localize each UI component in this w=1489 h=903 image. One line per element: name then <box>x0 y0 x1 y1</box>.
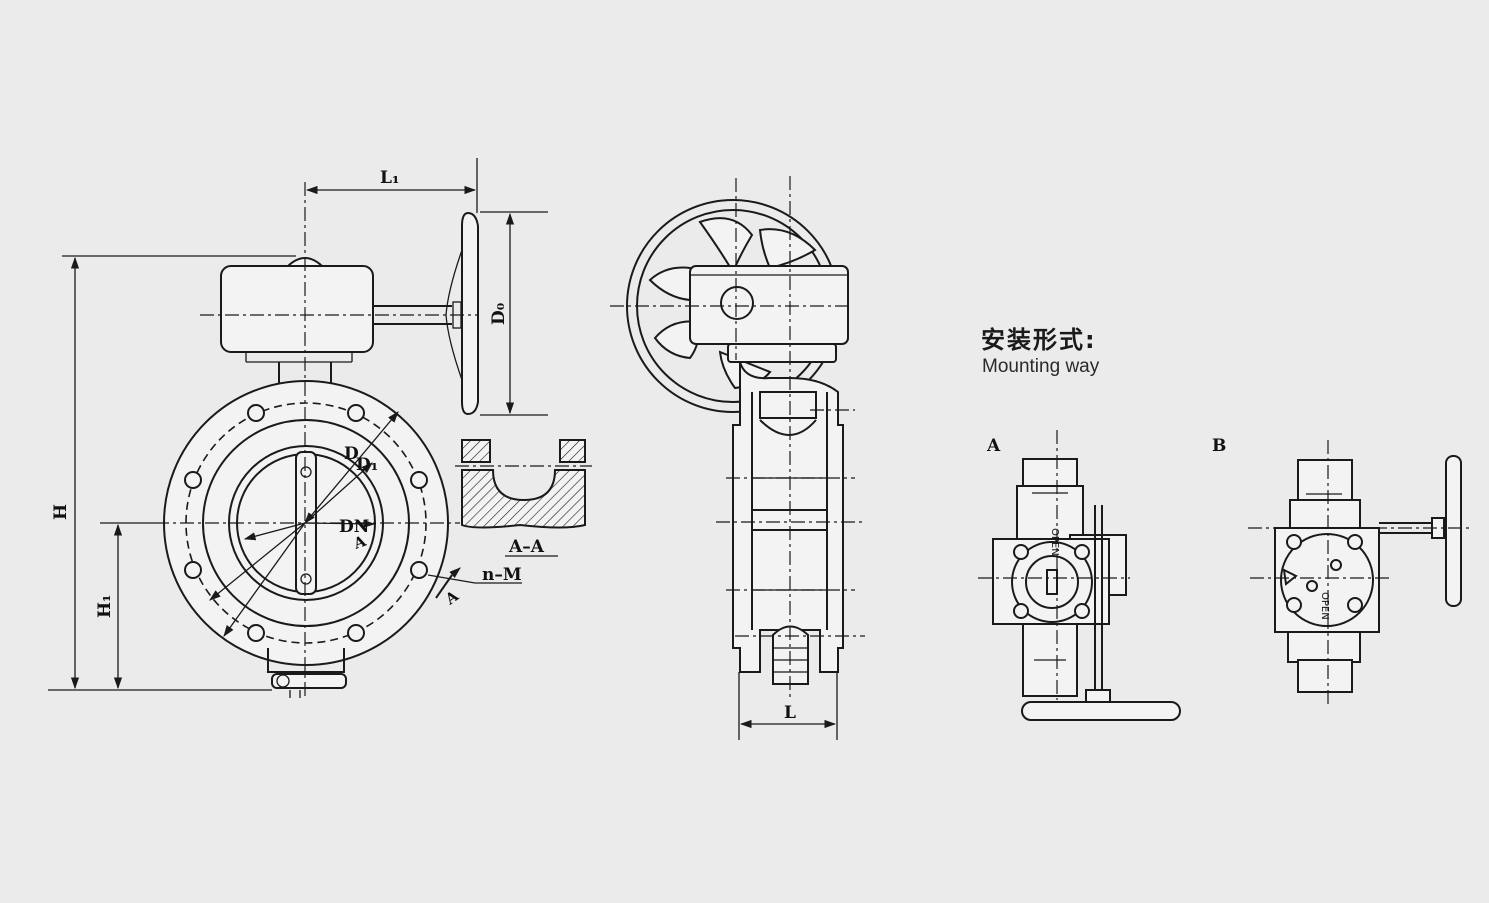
label-h: H <box>51 504 71 520</box>
mounting-option-b: OPEN <box>1248 440 1470 708</box>
svg-text:OPEN: OPEN <box>1049 528 1060 556</box>
label-d1: D₁ <box>356 455 378 475</box>
label-h1: H₁ <box>95 594 115 618</box>
mounting-title-chinese: 安装形式: <box>981 326 1097 354</box>
label-d0: D₀ <box>489 303 509 325</box>
section-a-a <box>455 439 592 557</box>
label-d: D <box>344 444 359 464</box>
label-dn: DN <box>339 517 369 537</box>
mounting-option-a: OPEN <box>978 430 1181 721</box>
label-option-a: A <box>986 436 1001 456</box>
label-a-a: A–A <box>508 537 545 557</box>
label-l1: L₁ <box>380 168 399 188</box>
front-view <box>48 158 592 700</box>
label-a-section: A <box>441 587 462 609</box>
label-option-b: B <box>1212 436 1226 456</box>
svg-text:OPEN: OPEN <box>1319 592 1330 620</box>
mounting-title-english: Mounting way <box>982 356 1100 377</box>
label-l: L <box>784 703 796 723</box>
side-view <box>610 176 865 740</box>
gearbox-body <box>220 265 374 353</box>
handwheel-side <box>461 211 479 416</box>
label-n-m: n–M <box>482 565 522 585</box>
